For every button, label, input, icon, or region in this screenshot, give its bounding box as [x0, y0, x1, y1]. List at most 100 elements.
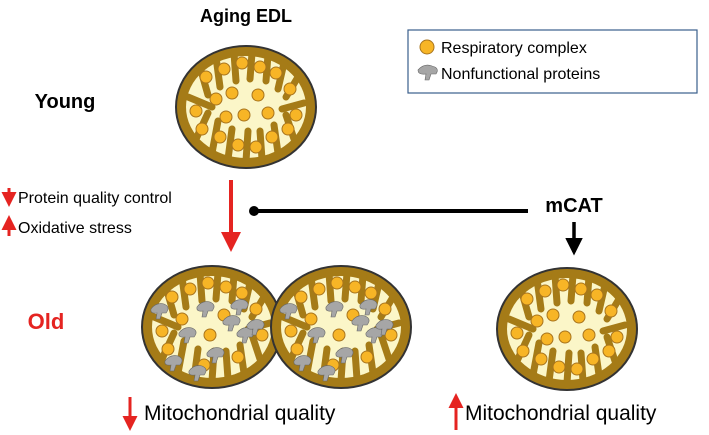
mito-quality-down-row: Mitochondrial quality: [122, 397, 336, 431]
respiratory-complex: [155, 324, 169, 338]
respiratory-complex: [364, 286, 378, 300]
nonfunctional-protein: [246, 319, 265, 336]
respiratory-complex: [590, 288, 604, 302]
nonfunctional-protein: [335, 347, 354, 364]
legend-respiratory-label: Respiratory complex: [441, 40, 587, 57]
respiratory-complex: [604, 304, 618, 318]
respiratory-complex: [574, 282, 588, 296]
respiratory-complex: [265, 130, 279, 144]
legend-respiratory-icon: [419, 39, 435, 55]
legend: Respiratory complex Nonfunctional protei…: [407, 29, 698, 94]
respiratory-complex: [219, 110, 233, 124]
respiratory-complex: [175, 312, 189, 326]
respiratory-complex: [255, 328, 269, 342]
nonfunctional-protein: [230, 299, 249, 316]
respiratory-complex: [304, 312, 318, 326]
respiratory-complex: [520, 292, 534, 306]
respiratory-complex: [203, 328, 217, 342]
respiratory-complex: [217, 62, 231, 76]
respiratory-complex: [235, 56, 249, 70]
respiratory-complex: [586, 352, 600, 366]
nonfunctional-protein: [178, 327, 197, 344]
nonfunctional-protein: [359, 299, 378, 316]
respiratory-complex: [231, 138, 245, 152]
nonfunctional-protein: [307, 327, 326, 344]
respiratory-complex: [249, 140, 263, 154]
respiratory-complex: [251, 88, 265, 102]
respiratory-complex: [213, 130, 227, 144]
nonfunctional-protein: [164, 355, 183, 372]
nonfunctional-protein: [206, 347, 225, 364]
respiratory-complex: [332, 328, 346, 342]
oxidative-label: Oxidative stress: [18, 220, 132, 237]
respiratory-complex: [199, 70, 213, 84]
nonfunctional-protein: [317, 365, 336, 382]
respiratory-complex: [546, 308, 560, 322]
legend-nonfunctional-label: Nonfunctional proteins: [441, 66, 600, 83]
respiratory-complex: [384, 328, 398, 342]
nonfunctional-protein: [325, 301, 344, 318]
respiratory-complex: [378, 302, 392, 316]
respiratory-complex: [253, 60, 267, 74]
respiratory-complex: [289, 108, 303, 122]
respiratory-complex: [281, 122, 295, 136]
diagram-title: Aging EDL: [200, 6, 292, 26]
respiratory-complex: [195, 122, 209, 136]
respiratory-complex: [225, 86, 239, 100]
respiratory-complex: [558, 330, 572, 344]
respiratory-complex: [330, 276, 344, 290]
respiratory-complex: [165, 290, 179, 304]
respiratory-complex: [231, 350, 245, 364]
respiratory-complex: [552, 360, 566, 374]
mitochondrion-mcat: [496, 267, 638, 391]
mito-quality-up-label: Mitochondrial quality: [465, 402, 657, 425]
respiratory-complex: [556, 278, 570, 292]
legend-box: [407, 29, 698, 94]
protein-qc-row: Protein quality control: [1, 188, 172, 207]
legend-nonfunctional-icon: [417, 64, 438, 81]
nonfunctional-protein: [222, 315, 241, 332]
respiratory-complex: [283, 82, 297, 96]
respiratory-complex: [261, 106, 275, 120]
mito-quality-up-row: Mitochondrial quality: [448, 393, 657, 430]
respiratory-complex: [161, 342, 175, 356]
old-label: Old: [28, 309, 65, 334]
oxidative-row: Oxidative stress: [1, 215, 132, 237]
respiratory-complex: [235, 286, 249, 300]
respiratory-complex: [538, 284, 552, 298]
nonfunctional-protein: [150, 303, 169, 320]
nonfunctional-protein: [351, 315, 370, 332]
mitochondrion-old-1: [141, 265, 283, 389]
respiratory-complex: [312, 282, 326, 296]
mito-quality-down-label: Mitochondrial quality: [144, 402, 336, 425]
mitochondrion-young: [175, 45, 317, 169]
mitochondrion-old-2: [270, 265, 412, 389]
respiratory-complex: [572, 310, 586, 324]
nonfunctional-protein: [279, 303, 298, 320]
respiratory-complex: [183, 282, 197, 296]
respiratory-complex: [530, 314, 544, 328]
respiratory-complex: [189, 104, 203, 118]
respiratory-complex: [290, 342, 304, 356]
respiratory-complex: [249, 302, 263, 316]
mcat-label: mCAT: [545, 195, 602, 217]
respiratory-complex: [201, 276, 215, 290]
nonfunctional-protein: [293, 355, 312, 372]
nonfunctional-protein: [188, 365, 207, 382]
inhibition-end: [249, 206, 259, 216]
respiratory-complex: [209, 92, 223, 106]
protein-qc-label: Protein quality control: [18, 190, 172, 207]
respiratory-complex: [237, 108, 251, 122]
respiratory-complex: [602, 344, 616, 358]
respiratory-complex: [516, 344, 530, 358]
nonfunctional-protein: [375, 319, 394, 336]
respiratory-complex: [534, 352, 548, 366]
respiratory-complex: [570, 362, 584, 376]
respiratory-complex: [510, 326, 524, 340]
respiratory-complex: [284, 324, 298, 338]
respiratory-complex: [219, 280, 233, 294]
respiratory-complex: [348, 280, 362, 294]
respiratory-complex: [610, 330, 624, 344]
respiratory-complex: [582, 328, 596, 342]
